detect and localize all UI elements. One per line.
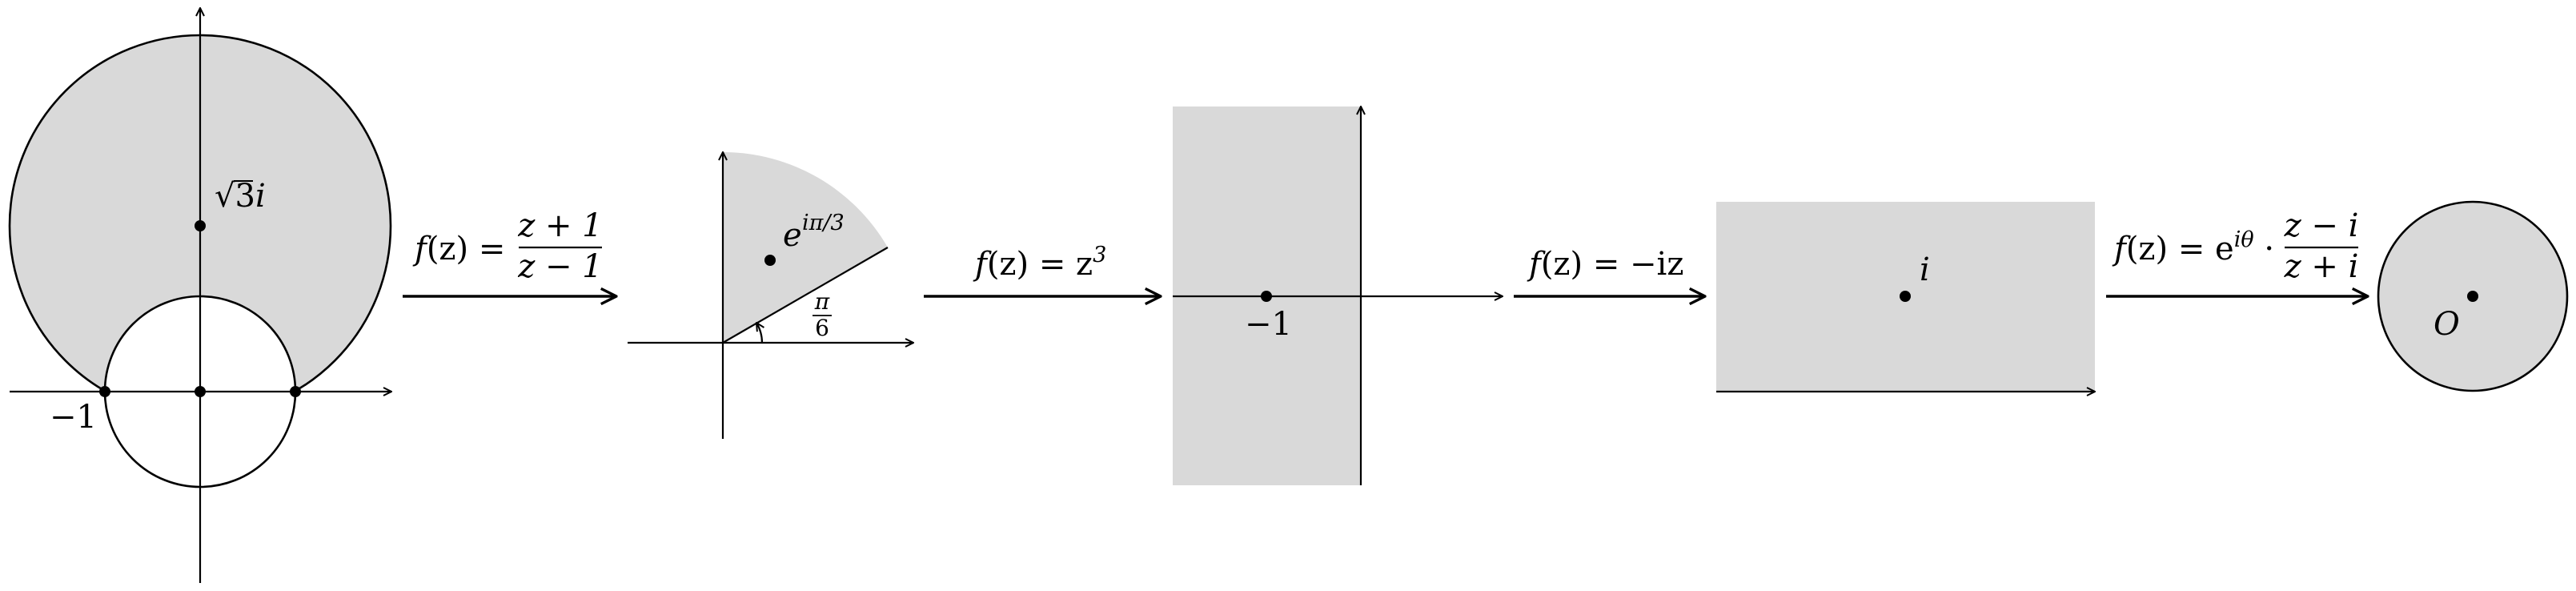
point-minus-one-3 [1261, 291, 1272, 302]
map-1-lhs: f(z) = [412, 231, 505, 267]
point-center [2467, 291, 2478, 302]
angle-numerator: π [814, 288, 830, 315]
panel-5-unit-disk: O [2377, 200, 2569, 392]
sqrt3-i-label: √3i [215, 178, 266, 215]
e-i-pi-3-label: e [783, 217, 802, 254]
sector-region [723, 152, 888, 343]
point-plus-one [290, 386, 301, 397]
point-origin [195, 386, 206, 397]
point-sqrt3-i [195, 220, 206, 231]
panel-1-circle-region: √3i −1 [8, 8, 391, 583]
minus-one-label-3: −1 [1245, 306, 1292, 343]
panel-3-strip: −1 [1173, 107, 1503, 485]
sector-ray [722, 247, 889, 344]
panel-4-half-plane: i [1716, 202, 2095, 392]
map-1-numerator: z + 1 [517, 207, 602, 244]
map-arrow-1: f(z) = z + 1 z − 1 [403, 207, 616, 296]
center-label: O [2434, 306, 2460, 343]
map-4-lhs: f(z) = eiθ · [2112, 227, 2274, 267]
angle-arc [756, 323, 762, 344]
map-3-formula: f(z) = −iz [1527, 246, 1683, 283]
map-1-denominator: z − 1 [517, 248, 602, 285]
map-arrow-2: f(z) = z3 [924, 243, 1161, 296]
map-2-formula: f(z) = z3 [973, 243, 1106, 283]
map-4-denominator: z + i [2284, 248, 2359, 285]
map-arrow-4: f(z) = eiθ · z − i z + i [2106, 207, 2368, 296]
angle-denominator: 6 [815, 315, 829, 341]
panel-2-sector: e iπ/3 π 6 [628, 152, 913, 439]
point-minus-one [99, 386, 110, 397]
minus-one-label-1: −1 [50, 399, 97, 436]
e-i-pi-3-exponent: iπ/3 [802, 211, 845, 235]
point-i [1900, 291, 1911, 302]
map-4-numerator: z − i [2284, 207, 2359, 244]
map-arrow-3: f(z) = −iz [1514, 246, 1705, 296]
i-label: i [1920, 251, 1930, 288]
point-e-i-pi-3 [764, 255, 776, 266]
